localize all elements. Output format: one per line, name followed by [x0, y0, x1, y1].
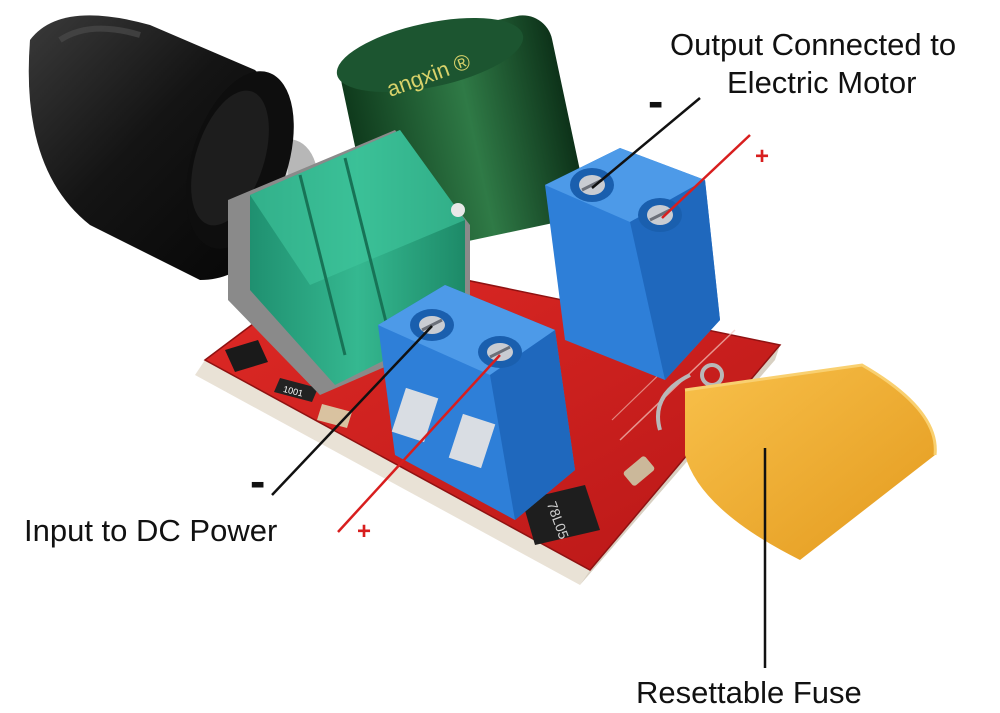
leader-input-positive — [337, 354, 501, 533]
input-negative-sign: - — [250, 455, 266, 507]
input-terminal-block — [378, 285, 575, 520]
smd-diode — [225, 340, 268, 372]
output-negative-sign: - — [648, 75, 664, 127]
leader-output-positive — [661, 134, 751, 219]
input-positive-sign: + — [357, 518, 372, 545]
smd-cap-right — [623, 456, 655, 486]
output-label-line2: Electric Motor — [727, 65, 917, 100]
smd-resistor: 1001 — [274, 378, 318, 402]
leader-lines — [271, 97, 767, 668]
output-label-line1: Output Connected to — [670, 27, 957, 62]
fuse-label: Resettable Fuse — [636, 675, 862, 710]
resettable-fuse — [656, 363, 937, 560]
leader-input-negative — [271, 325, 433, 496]
output-positive-sign: + — [755, 143, 770, 170]
regulator-chip: 78L05 — [522, 485, 600, 545]
resistor-marking: 1001 — [282, 384, 304, 399]
input-label: Input to DC Power — [24, 513, 278, 548]
leader-output-negative — [591, 97, 701, 189]
output-terminal-block — [545, 148, 720, 380]
smd-capacitor — [317, 404, 352, 428]
